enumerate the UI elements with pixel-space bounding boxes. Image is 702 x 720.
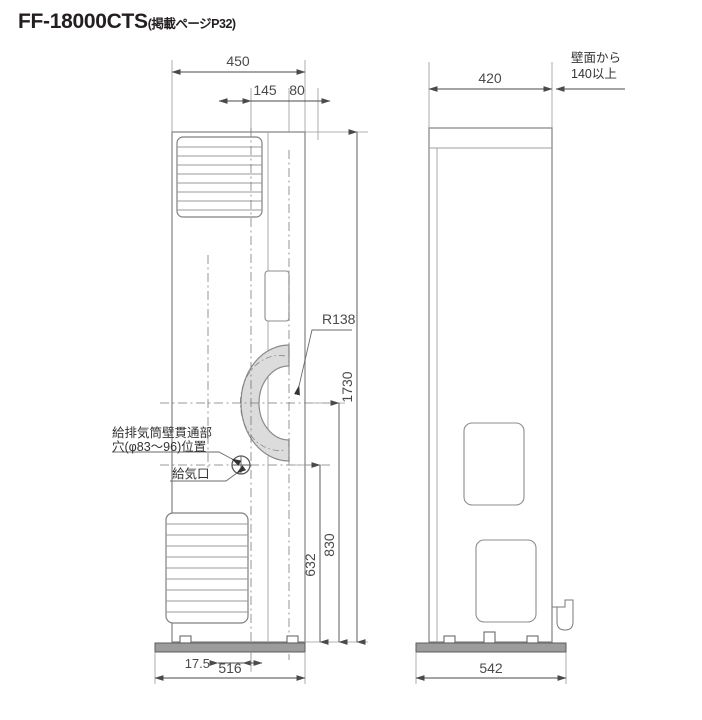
dim-label-base-offset: 17.5	[185, 656, 210, 671]
top-grille	[176, 136, 263, 218]
air-intake-circle	[231, 455, 251, 475]
dim-label-offset-a: 145	[253, 82, 277, 98]
access-panel-lower	[475, 539, 537, 623]
dim-label-flue-radius: R138	[322, 311, 356, 327]
drawing-title: FF-18000CTS (掲載ページP32)	[18, 10, 236, 34]
annotation-flue-line1: 給排気筒壁貫通部	[112, 425, 212, 440]
annotation-intake-label: 給気口	[172, 466, 210, 481]
dim-label-overall-height: 1730	[339, 371, 355, 402]
annotation-wall-clearance-line2: 140以上	[571, 67, 617, 81]
leader-flue-radius	[294, 329, 352, 396]
dim-label-intake-height: 632	[302, 553, 318, 577]
front-base-plate	[154, 642, 306, 653]
dim-label-offset-b: 80	[289, 82, 305, 98]
dim-label-flue-height: 830	[321, 533, 337, 557]
drain-fitting	[552, 599, 574, 631]
catalog-page-reference: (掲載ページP32)	[147, 17, 236, 31]
control-panel-rect	[264, 270, 290, 322]
dim-base-offset	[209, 652, 263, 672]
front-view-group: 450 145 80	[112, 53, 368, 684]
model-number: FF-18000CTS	[18, 10, 148, 33]
dim-label-side-base-depth: 542	[479, 660, 503, 676]
annotation-flue-wall-penetration: 給排気筒壁貫通部 穴(φ83〜96)位置	[112, 425, 242, 466]
dim-label-side-depth: 420	[478, 70, 502, 86]
side-view-group: 420 壁面から 140以上	[415, 50, 625, 684]
dim-label-overall-width: 450	[226, 53, 250, 69]
annotation-air-intake: 給気口	[170, 465, 247, 482]
dim-label-base-width: 516	[218, 660, 242, 676]
side-base-plate	[415, 642, 567, 653]
c-shaped-flue	[240, 344, 290, 462]
access-panel-upper	[463, 422, 525, 506]
annotation-wall-clearance-line1: 壁面から	[571, 50, 621, 65]
bottom-grille	[165, 512, 249, 624]
annotation-flue-line2: 穴(φ83〜96)位置	[112, 439, 206, 454]
